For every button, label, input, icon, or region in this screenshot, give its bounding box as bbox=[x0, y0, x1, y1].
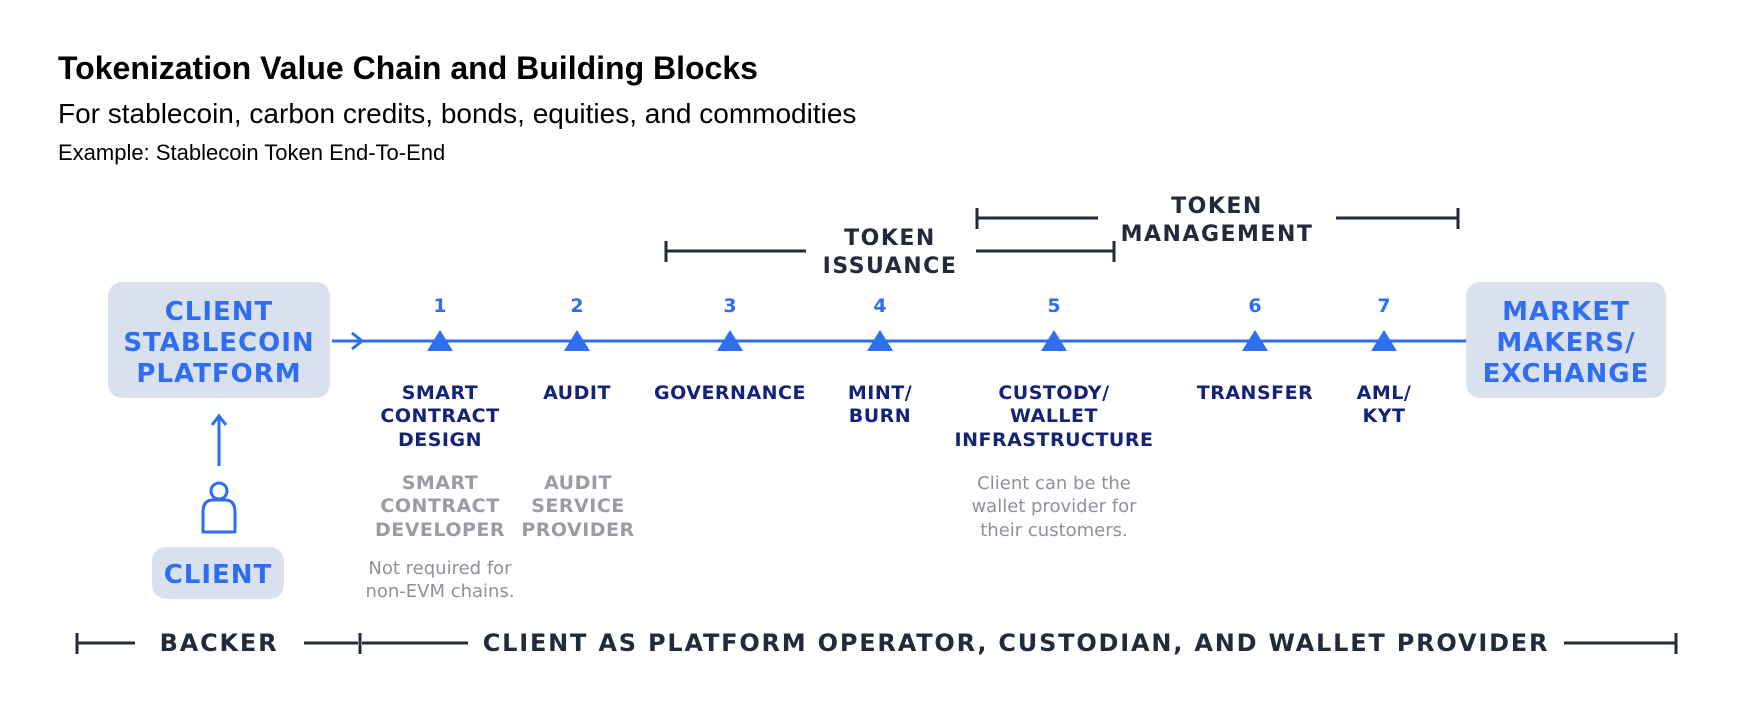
step-1-note-1: Not required for bbox=[368, 558, 512, 579]
step-1-provider-2: CONTRACT bbox=[380, 495, 499, 517]
timeline-arrowhead bbox=[351, 331, 365, 351]
left-box-line-2: STABLECOIN bbox=[123, 328, 314, 358]
backer-label: BACKER bbox=[160, 629, 279, 657]
step-1-marker bbox=[427, 330, 453, 351]
client-stablecoin-platform-box bbox=[108, 282, 330, 398]
step-2-number: 2 bbox=[570, 295, 583, 317]
client-label: CLIENT bbox=[164, 560, 273, 590]
step-1-note-2: non-EVM chains. bbox=[365, 581, 514, 602]
client-up-arrowhead bbox=[210, 413, 228, 426]
step-5-label-3: INFRASTRUCTURE bbox=[955, 429, 1154, 451]
step-3-marker bbox=[717, 330, 743, 351]
step-7-label-2: KYT bbox=[1363, 405, 1406, 427]
step-2-provider-2: SERVICE bbox=[531, 495, 625, 517]
token-issuance-label-2: ISSUANCE bbox=[823, 254, 958, 279]
diagram-title: Tokenization Value Chain and Building Bl… bbox=[58, 50, 758, 86]
operator-label: CLIENT AS PLATFORM OPERATOR, CUSTODIAN, … bbox=[483, 629, 1550, 657]
step-1-label-2: CONTRACT bbox=[380, 405, 499, 427]
step-4-marker bbox=[867, 330, 893, 351]
token-issuance-bracket bbox=[664, 241, 1116, 262]
step-4-label-1: MINT/ bbox=[848, 382, 912, 404]
diagram-subtitle: For stablecoin, carbon credits, bonds, e… bbox=[58, 98, 857, 129]
steps-group: 1 SMART CONTRACT DESIGN SMART CONTRACT D… bbox=[365, 295, 1412, 602]
step-4-number: 4 bbox=[873, 295, 886, 317]
step-5-marker bbox=[1041, 330, 1067, 351]
client-box bbox=[152, 547, 284, 599]
token-issuance-label-1: TOKEN bbox=[844, 226, 936, 251]
left-box-line-1: CLIENT bbox=[165, 297, 274, 327]
step-2-provider-3: PROVIDER bbox=[521, 519, 634, 541]
right-box-line-3: EXCHANGE bbox=[1483, 359, 1650, 389]
step-1-provider-3: DEVELOPER bbox=[375, 519, 505, 541]
step-6-marker bbox=[1242, 330, 1268, 351]
token-management-label-2: MANAGEMENT bbox=[1121, 222, 1314, 247]
step-6-number: 6 bbox=[1248, 295, 1261, 317]
step-1-number: 1 bbox=[433, 295, 446, 317]
step-4-label-2: BURN bbox=[849, 405, 911, 427]
step-1-provider-1: SMART bbox=[402, 472, 479, 494]
market-makers-exchange-box bbox=[1466, 282, 1666, 398]
diagram-example-caption: Example: Stablecoin Token End-To-End bbox=[58, 140, 446, 165]
right-box-line-1: MARKET bbox=[1502, 297, 1630, 327]
token-management-label-1: TOKEN bbox=[1171, 194, 1263, 219]
step-5-number: 5 bbox=[1047, 295, 1060, 317]
left-box-line-3: PLATFORM bbox=[136, 359, 301, 389]
step-5-label-1: CUSTODY/ bbox=[998, 382, 1109, 404]
step-5-note-3: their customers. bbox=[980, 520, 1128, 541]
step-6-label-1: TRANSFER bbox=[1197, 382, 1313, 404]
step-3-label-1: GOVERNANCE bbox=[654, 382, 806, 404]
step-2-provider-1: AUDIT bbox=[544, 472, 612, 494]
person-icon bbox=[201, 481, 237, 534]
step-2-label-1: AUDIT bbox=[543, 382, 611, 404]
step-7-label-1: AML/ bbox=[1357, 382, 1412, 404]
step-5-note-2: wallet provider for bbox=[971, 496, 1137, 517]
token-management-bracket bbox=[975, 208, 1460, 229]
step-2-marker bbox=[564, 330, 590, 351]
step-7-marker bbox=[1371, 330, 1397, 351]
step-3-number: 3 bbox=[723, 295, 736, 317]
step-1-label-1: SMART bbox=[402, 382, 479, 404]
step-7-number: 7 bbox=[1377, 295, 1390, 317]
step-1-label-3: DESIGN bbox=[398, 429, 482, 451]
step-5-note-1: Client can be the bbox=[977, 473, 1131, 494]
right-box-line-2: MAKERS/ bbox=[1496, 328, 1635, 358]
bottom-role-bar bbox=[75, 633, 1678, 654]
step-5-label-2: WALLET bbox=[1010, 405, 1098, 427]
